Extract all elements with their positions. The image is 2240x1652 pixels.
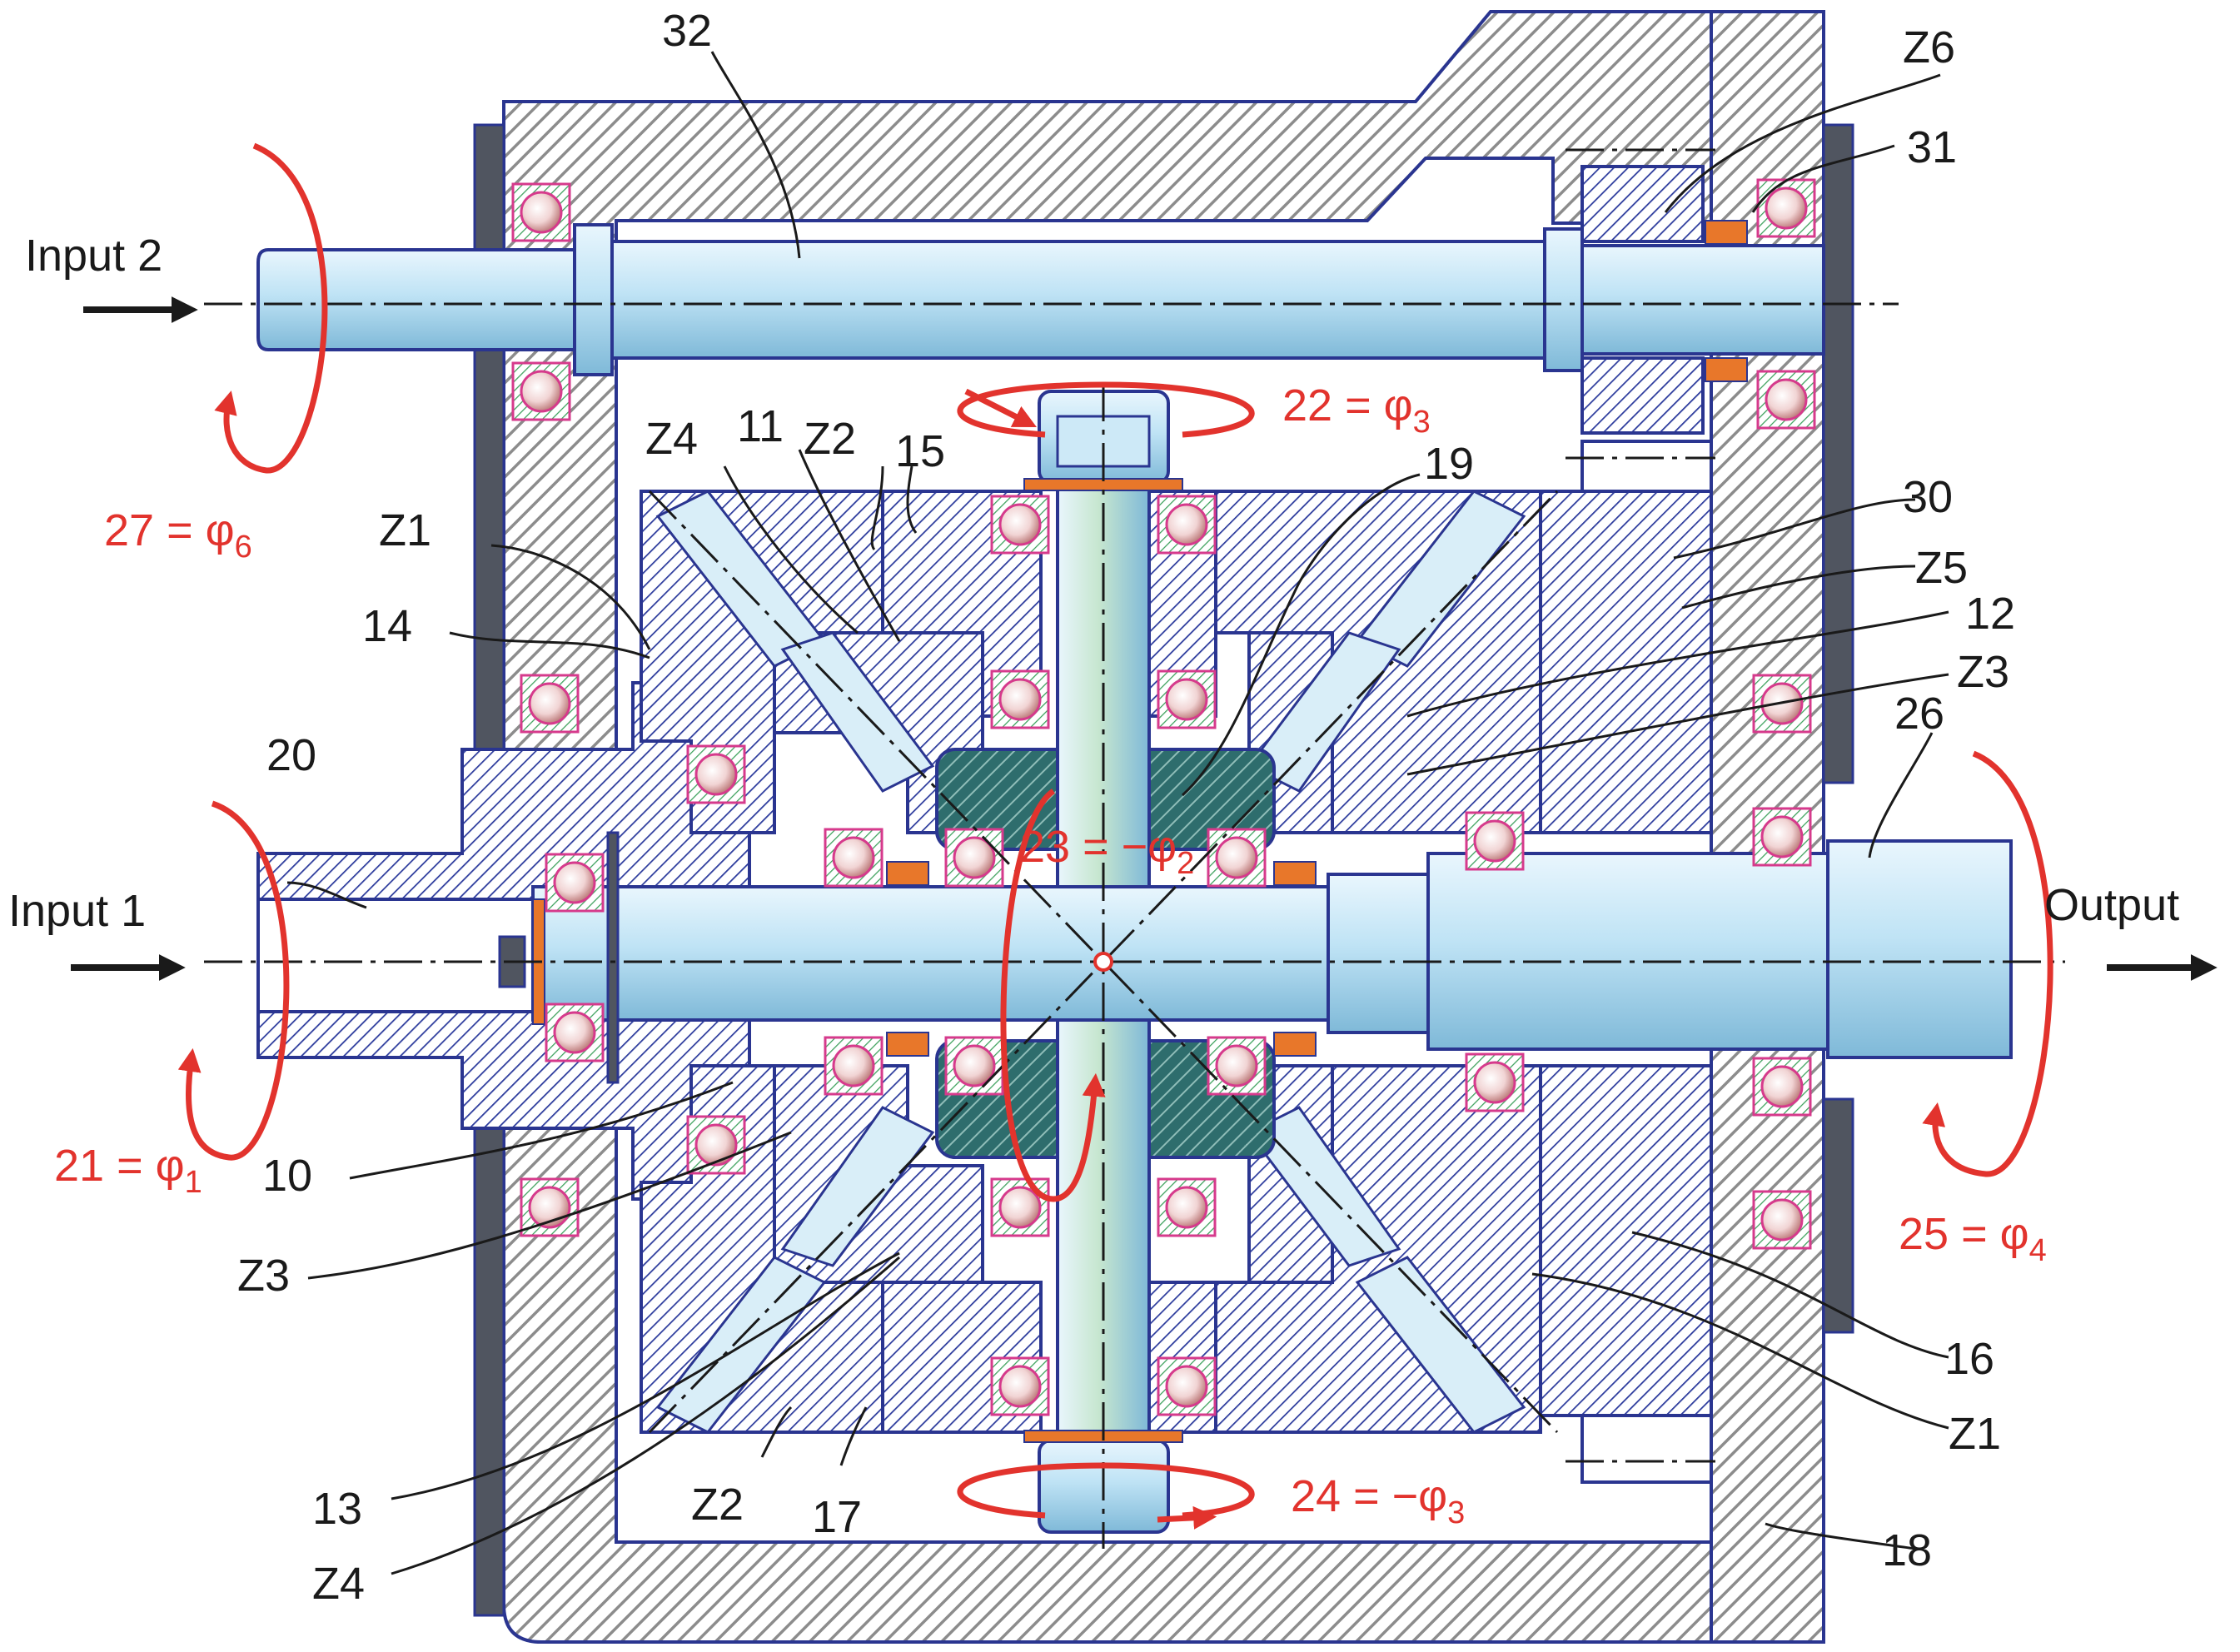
label-13: 13 [312,1484,362,1534]
label-rotation-25: 25 = φ4 [1899,1209,2047,1268]
label-rotation-21: 21 = φ1 [54,1141,202,1200]
label-input-2: Input 2 [25,231,162,281]
rotation-arrows [177,142,2053,1530]
spline-teeth [1327,873,1430,1034]
gear-z6-31 [1580,165,1705,435]
label-z1-right: Z1 [1949,1409,2001,1459]
label-z4-top: Z4 [645,414,698,464]
label-rotation-23: 23 = −φ2 [1020,822,1194,881]
label-17: 17 [812,1492,862,1542]
gear-z5-30 [1539,440,1713,1484]
center-lines [204,148,2065,1549]
label-z2-top: Z2 [804,414,856,464]
label-rotation-22: 22 = φ3 [1282,381,1431,440]
bevel-teeth [655,490,1526,1434]
label-z3-left: Z3 [237,1251,290,1301]
top-shaft-32 [256,220,1825,382]
label-26: 26 [1894,689,1944,739]
label-18: 18 [1882,1525,1932,1575]
label-z2-bottom: Z2 [691,1480,744,1530]
label-10: 10 [262,1151,312,1201]
label-11: 11 [737,401,784,451]
label-20: 20 [266,730,316,780]
label-15: 15 [895,426,945,476]
label-z4-bottom: Z4 [312,1559,365,1609]
label-30: 30 [1903,472,1953,522]
label-rotation-24: 24 = −φ3 [1291,1471,1465,1530]
label-z1-left: Z1 [379,505,431,555]
leader-lines [286,51,1949,1575]
labels: Input 2 Input 1 Output 32 Z6 31 30 Z5 12… [8,6,2179,1609]
label-input-1: Input 1 [8,886,146,936]
label-output: Output [2044,880,2179,930]
label-16: 16 [1944,1334,1994,1384]
label-z5: Z5 [1915,543,1968,593]
io-arrows [71,296,2218,981]
label-31: 31 [1907,122,1957,172]
bearings [511,178,1816,1416]
main-shaft [498,831,2013,1084]
label-rotation-27: 27 = φ6 [104,505,252,565]
label-19: 19 [1424,439,1474,489]
label-32: 32 [662,6,712,56]
label-z3-right: Z3 [1957,647,2009,697]
label-14: 14 [362,601,412,651]
label-12: 12 [1965,589,2015,639]
label-z6: Z6 [1903,22,1955,72]
